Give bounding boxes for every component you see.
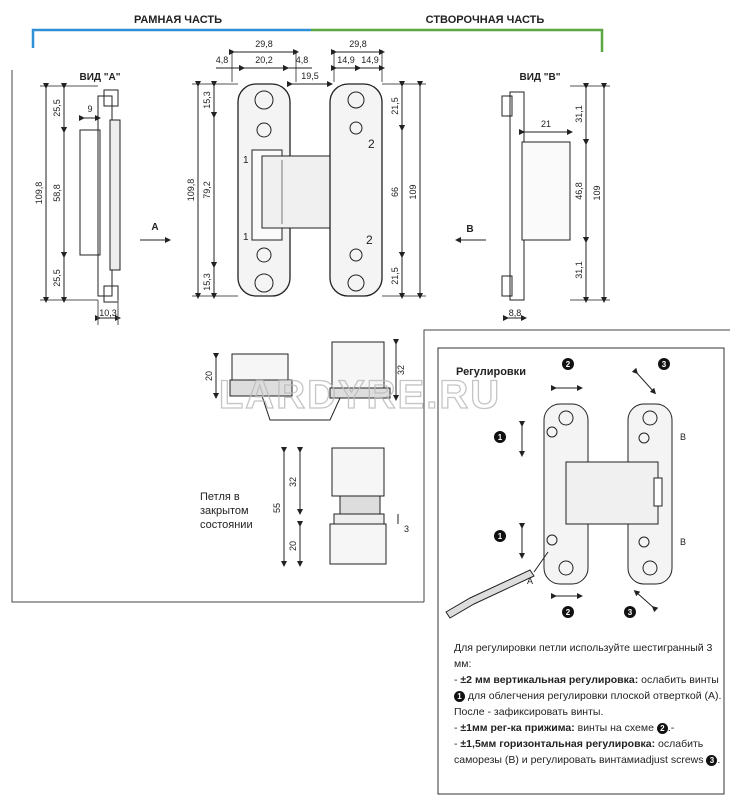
- hint-horizontal: - ±1,5мм горизонтальная регулировка: осл…: [454, 738, 721, 766]
- arrow-a: A: [140, 222, 171, 243]
- hint-press-title: ±1мм рег-ка прижима:: [460, 722, 575, 734]
- dim-s1: 29,8: [349, 39, 367, 49]
- dim-f3: 20,2: [255, 55, 273, 65]
- dim-b4: 109: [592, 185, 602, 200]
- dim-o2: 32: [396, 365, 406, 375]
- adjust-label-b2: B: [680, 537, 686, 547]
- adjust-num-2-top: 2: [566, 360, 571, 369]
- hint-horizontal-text: ослабить саморезы (В) и регулировать вин…: [454, 738, 704, 766]
- adjust-title: Регулировки: [456, 366, 526, 378]
- dim-b3: 46,8: [574, 182, 584, 200]
- adjust-num-3-bottom: 3: [628, 608, 633, 617]
- drawing-border-right: [423, 329, 730, 602]
- dim-b2: 31,1: [574, 105, 584, 123]
- dim-s6: 109: [408, 184, 418, 199]
- watermark: LARDYRE.RU: [219, 373, 501, 417]
- dim-a3: 109,8: [34, 182, 44, 205]
- sash-header: СТВОРОЧНАЯ ЧАСТЬ: [426, 14, 545, 26]
- hint-press-rest: .-: [667, 722, 675, 734]
- adjust-num-3-top: 3: [662, 360, 667, 369]
- arrow-b: B: [455, 224, 486, 243]
- frame-mark-1b: 1: [243, 232, 249, 243]
- hint-num-1: 1: [454, 690, 465, 702]
- dim-f8: 79,2: [202, 181, 212, 199]
- dim-f2: 4,8: [216, 55, 229, 65]
- sash-part: 2 2 29,8 14,9 14,9 21,5 66 109 21,5: [329, 39, 426, 299]
- frame-mark-1: 1: [243, 155, 249, 166]
- dim-b6: 8,8: [509, 308, 522, 318]
- hint-intro: Для регулировки петли используйте шестиг…: [454, 642, 713, 670]
- hint-press-text: винты на схеме: [577, 722, 654, 734]
- arrow-a-label: A: [151, 222, 158, 233]
- frame-bracket: [31, 28, 311, 48]
- view-a: ВИД "A" 25,5 9 109,8 58,8 25,5 10,3: [34, 72, 121, 325]
- closed-view: 32 55 20 3 Петля в закрытом состоянии: [200, 447, 409, 567]
- hint-vertical-title: ±2 мм вертикальная регулировка:: [460, 674, 639, 686]
- sash-mark-2b: 2: [366, 233, 373, 247]
- adjust-panel-border: [437, 347, 725, 795]
- dim-f4: 4,8: [296, 55, 309, 65]
- dim-s7: 21,5: [390, 267, 400, 285]
- dim-c4: 3: [404, 524, 409, 534]
- closed-label-1: Петля в: [200, 491, 240, 503]
- drawing-border: [11, 70, 424, 603]
- arrow-b-label: B: [466, 224, 473, 235]
- frame-header: РАМНАЯ ЧАСТЬ: [134, 14, 222, 26]
- dim-o1: 20: [204, 371, 214, 381]
- dim-f7: 109,8: [186, 179, 196, 202]
- sash-mark-2: 2: [368, 137, 375, 151]
- view-b: ВИД "B" 21 31,1 46,8 109 31,1 8,8: [501, 72, 610, 321]
- hint-vertical-rest: для облегчения регулировки плоской отвер…: [454, 690, 722, 718]
- hint-horizontal-title: ±1,5мм горизонтальная регулировка:: [460, 738, 656, 750]
- dim-f6: 15,3: [202, 91, 212, 109]
- hint-num-2: 2: [656, 722, 668, 734]
- dim-c3: 20: [288, 541, 298, 551]
- dim-f5: 19,5: [301, 71, 319, 81]
- view-a-label: ВИД "A": [79, 72, 120, 83]
- hint-press: - ±1мм рег-ка прижима: винты на схеме 2.…: [454, 722, 675, 734]
- adjust-diagram: 2 3 1 1 2 3 B B A: [445, 358, 686, 619]
- adjust-hint: Для регулировки петли используйте шестиг…: [454, 640, 726, 768]
- closed-label-3: состоянии: [200, 519, 253, 531]
- dim-f1: 29,8: [255, 39, 273, 49]
- adjust-num-1-bottom: 1: [498, 532, 503, 541]
- adjust-num-1-top: 1: [498, 433, 503, 442]
- dim-s2: 14,9: [337, 55, 355, 65]
- dim-a2: 9: [87, 104, 92, 114]
- view-b-label: ВИД "B": [519, 72, 560, 83]
- dim-s3: 14,9: [361, 55, 379, 65]
- dim-b5: 31,1: [574, 261, 584, 279]
- dim-a6: 10,3: [99, 308, 117, 318]
- closed-label-2: закрытом: [200, 505, 249, 517]
- adjust-label-a: A: [527, 576, 533, 586]
- adjust-label-b1: B: [680, 432, 686, 442]
- hint-vertical: - ±2 мм вертикальная регулировка: ослаби…: [454, 674, 722, 718]
- adjust-num-2-bottom: 2: [566, 608, 571, 617]
- hint-num-3: 3: [706, 754, 718, 766]
- dim-s4: 21,5: [390, 97, 400, 115]
- dim-a4: 58,8: [52, 184, 62, 202]
- dim-c2: 55: [272, 503, 282, 513]
- dim-b1: 21: [541, 119, 551, 129]
- dim-f9: 15,3: [202, 273, 212, 291]
- dim-a1: 25,5: [52, 99, 62, 117]
- dim-s5: 66: [390, 187, 400, 197]
- sash-bracket: [311, 28, 604, 52]
- hint-vertical-text: ослабить винты: [641, 674, 719, 686]
- open-side-view: 20 32: [204, 339, 406, 421]
- dim-a5: 25,5: [52, 269, 62, 287]
- dim-c1: 32: [288, 477, 298, 487]
